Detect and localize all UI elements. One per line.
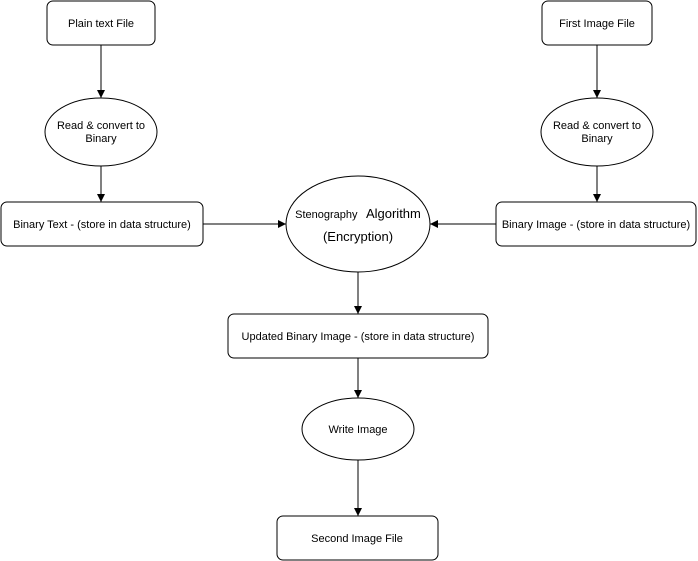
node-binary-image: Binary Image - (store in data structure) <box>495 201 697 247</box>
node-read-convert-right-line2: Binary <box>581 133 613 145</box>
node-algorithm-line2: (Encryption) <box>323 229 393 244</box>
node-read-convert-left: Read & convert to Binary <box>44 97 158 167</box>
node-first-image-file: First Image File <box>541 0 653 46</box>
node-read-convert-right: Read & convert to Binary <box>540 97 654 167</box>
node-read-convert-right-line1: Read & convert to <box>553 120 641 132</box>
node-binary-text: Binary Text - (store in data structure) <box>0 201 204 247</box>
node-read-convert-left-line1: Read & convert to <box>57 120 145 132</box>
node-write-image-label: Write Image <box>328 424 387 436</box>
node-plain-text-file: Plain text File <box>46 0 156 46</box>
node-binary-image-label: Binary Image - (store in data structure) <box>502 219 690 231</box>
node-binary-text-label: Binary Text - (store in data structure) <box>13 219 191 231</box>
node-updated-binary-image: Updated Binary Image - (store in data st… <box>227 313 489 359</box>
node-algorithm-line1-b: Algorithm <box>366 206 421 221</box>
node-first-image-file-label: First Image File <box>559 18 635 30</box>
node-plain-text-file-label: Plain text File <box>68 18 134 30</box>
node-algorithm-line1: Stenography Algorithm <box>295 205 421 222</box>
edges <box>97 45 601 516</box>
node-second-image-file-label: Second Image File <box>311 533 403 545</box>
node-algorithm-line1-a: Stenography <box>295 209 358 221</box>
node-write-image: Write Image <box>301 397 415 461</box>
node-updated-binary-image-label: Updated Binary Image - (store in data st… <box>242 331 475 343</box>
node-second-image-file: Second Image File <box>276 515 439 561</box>
node-algorithm: Stenography Algorithm (Encryption) <box>285 175 431 273</box>
node-read-convert-left-line2: Binary <box>85 133 117 145</box>
